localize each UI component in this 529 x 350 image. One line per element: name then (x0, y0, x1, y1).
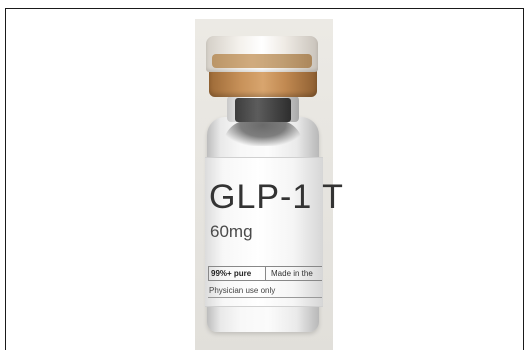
product-dose: 60mg (210, 222, 253, 241)
origin-text: Made in the (271, 269, 313, 278)
label-divider (265, 267, 266, 280)
vial-photo: GLP-1 T 60mg 99%+ pure Made in the Physi… (195, 19, 343, 350)
vial-shoulder (223, 120, 303, 146)
label-rule (208, 297, 322, 298)
product-name: GLP-1 T (209, 178, 344, 216)
aluminum-crimp-seal (209, 67, 317, 97)
label-info-row: 99%+ pure Made in the (208, 266, 322, 281)
purity-text: 99%+ pure (211, 269, 252, 278)
use-note: Physician use only (209, 286, 276, 295)
rubber-stopper (235, 98, 291, 122)
flip-off-cap (206, 36, 318, 72)
vial-label: GLP-1 T 60mg 99%+ pure Made in the Physi… (205, 157, 343, 307)
